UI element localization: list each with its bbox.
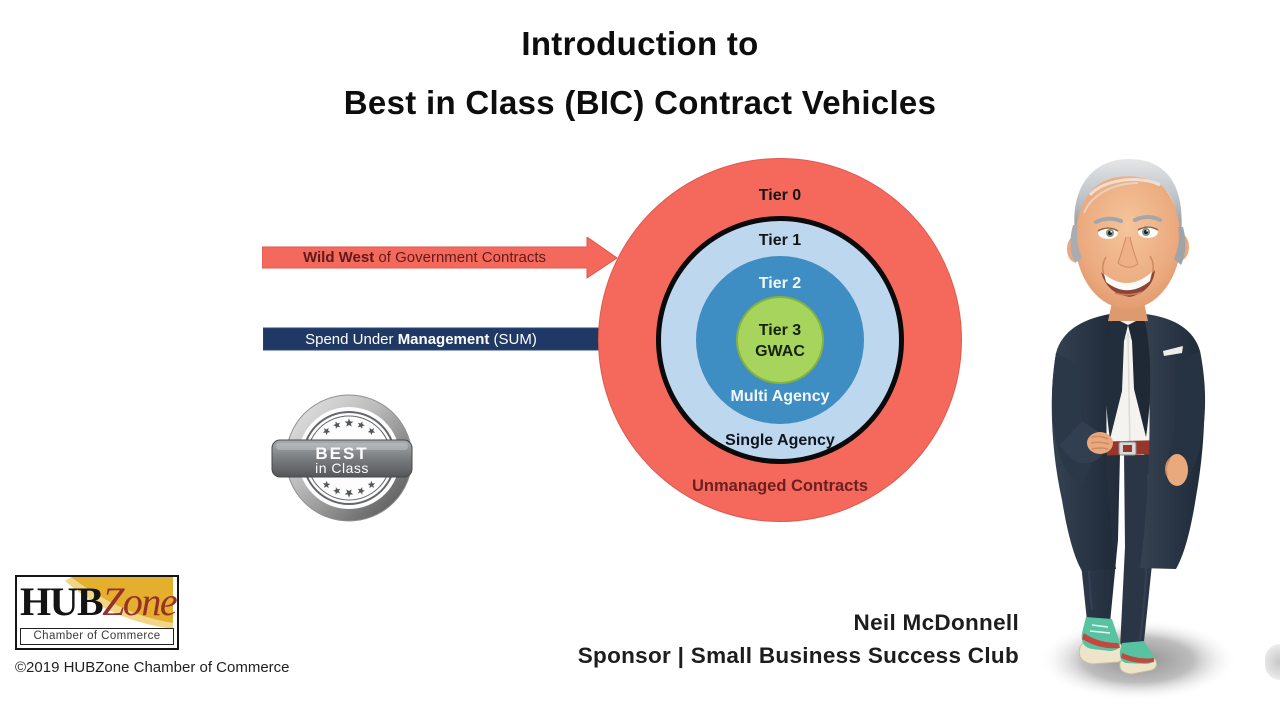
sum-arrow: Spend Under Management (SUM) bbox=[262, 320, 653, 363]
pocket-square bbox=[1163, 346, 1183, 356]
slide-title: Introduction to Best in Class (BIC) Cont… bbox=[0, 14, 1280, 132]
title-line-2: Best in Class (BIC) Contract Vehicles bbox=[343, 84, 937, 121]
multi-agency-label: Multi Agency bbox=[730, 388, 830, 405]
best-in-class-badge: BEST in Class bbox=[271, 394, 413, 522]
tier-diagram: Tier 0 Tier 1 Tier 2 Tier 3 GWAC Multi A… bbox=[598, 158, 962, 522]
wild-west-arrow: Wild West of Government Contracts bbox=[261, 236, 618, 279]
gray-hair bbox=[1074, 158, 1182, 235]
sneakers bbox=[1078, 617, 1158, 675]
nose bbox=[1117, 236, 1139, 268]
tier3-label: Tier 3 bbox=[758, 322, 802, 339]
presenter-block: Neil McDonnell Sponsor | Small Business … bbox=[578, 606, 1019, 672]
presenter-caricature-illustration bbox=[1038, 158, 1236, 700]
badge-line2: in Class bbox=[315, 460, 369, 476]
gold-swoosh bbox=[65, 577, 173, 629]
suit-jacket bbox=[1051, 314, 1206, 571]
title-line-1: Introduction to bbox=[521, 25, 759, 62]
copyright-text: ©2019 HUBZone Chamber of Commerce bbox=[15, 659, 290, 676]
hub-text: HUB bbox=[20, 579, 104, 624]
sum-pre-text: Spend Under bbox=[305, 331, 398, 348]
hands bbox=[1087, 432, 1188, 486]
single-agency-label: Single Agency bbox=[725, 432, 835, 449]
smiling-mouth bbox=[1101, 270, 1155, 297]
tier0-label: Tier 0 bbox=[758, 187, 802, 204]
hubzone-wordmark: HUBZone bbox=[20, 579, 177, 625]
presenter-role: Sponsor | Small Business Success Club bbox=[577, 643, 1019, 668]
eyes bbox=[1097, 226, 1159, 239]
chamber-of-commerce-strip: Chamber of Commerce bbox=[20, 628, 174, 645]
unmanaged-contracts-label: Unmanaged Contracts bbox=[691, 477, 869, 495]
eyebrows bbox=[1094, 216, 1123, 224]
badge-banner bbox=[271, 439, 413, 478]
caricature-head bbox=[1067, 158, 1189, 321]
hubzone-logo: HUBZone Chamber of Commerce bbox=[15, 575, 179, 650]
wild-west-rest-text: of Government Contracts bbox=[374, 249, 546, 266]
right-arrow-shape-red bbox=[261, 236, 618, 279]
tier2-label: Tier 2 bbox=[758, 275, 802, 292]
sum-post-text: (SUM) bbox=[489, 331, 537, 348]
gwac-label: GWAC bbox=[755, 343, 805, 360]
tier1-label: Tier 1 bbox=[758, 232, 802, 249]
presenter-name: Neil McDonnell bbox=[853, 610, 1019, 635]
right-edge-partial-shape bbox=[1265, 644, 1280, 680]
tier3-circle bbox=[736, 296, 824, 384]
badge-line1: BEST bbox=[315, 444, 368, 463]
zone-text: Zone bbox=[102, 579, 177, 624]
sum-bold-text: Management bbox=[397, 331, 490, 348]
wild-west-arrow-label: Wild West of Government Contracts bbox=[262, 246, 587, 269]
wild-west-bold-text: Wild West bbox=[302, 249, 375, 266]
sum-arrow-label: Spend Under Management (SUM) bbox=[263, 328, 623, 351]
